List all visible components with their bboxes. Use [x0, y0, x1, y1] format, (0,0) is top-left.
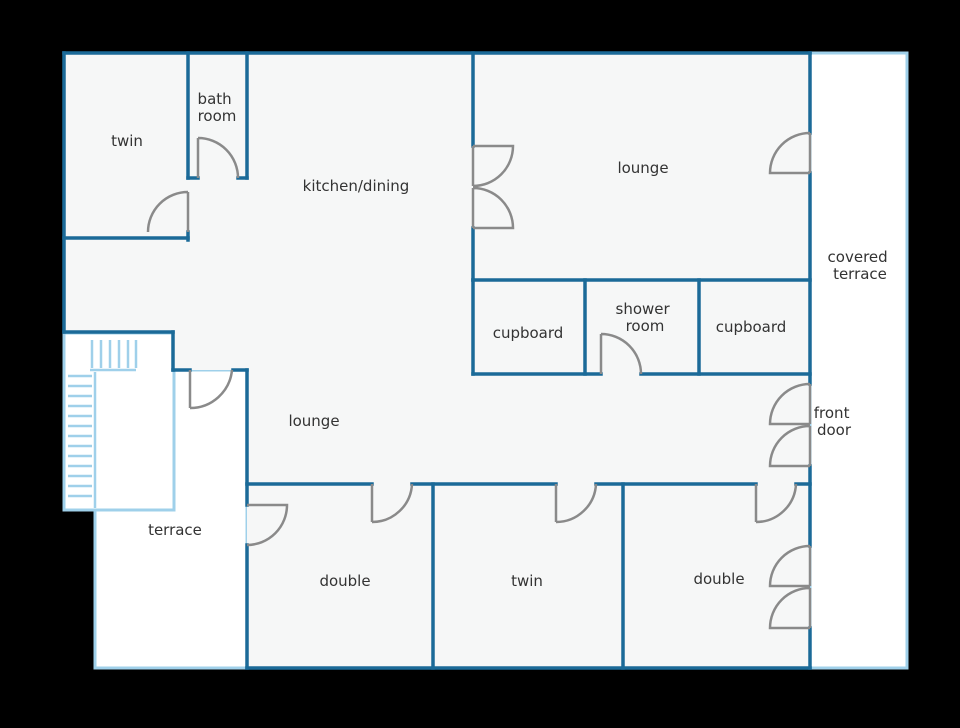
label-covered-terrace: covered terrace: [828, 248, 893, 283]
door-lounge-top-upper[interactable]: [471, 144, 515, 188]
room-labels: twin bath room kitchen/dining lounge cov…: [111, 90, 893, 590]
door-front-upper[interactable]: [768, 382, 812, 426]
outdoor-areas: [62, 51, 909, 670]
door-double-right-top[interactable]: [754, 483, 798, 524]
label-lounge-top: lounge: [617, 159, 668, 177]
door-double-right-upper[interactable]: [768, 544, 812, 588]
door-front-lower[interactable]: [768, 424, 812, 468]
label-bathroom: bath room: [198, 90, 237, 125]
door-lounge-top-lower[interactable]: [471, 186, 515, 230]
door-lounge-top-terrace[interactable]: [768, 131, 812, 175]
stairs: [68, 340, 138, 508]
label-front-door: front door: [814, 404, 854, 439]
label-cupboard-right: cupboard: [716, 318, 787, 336]
label-terrace: terrace: [148, 521, 202, 539]
door-shower-room[interactable]: [599, 332, 643, 375]
label-shower-room: shower room: [616, 300, 675, 335]
label-kitchen-dining: kitchen/dining: [303, 177, 410, 195]
door-twin-bottom[interactable]: [554, 483, 598, 524]
label-lounge-main: lounge: [288, 412, 339, 430]
label-twin-top: twin: [111, 132, 143, 150]
door-twin-top[interactable]: [146, 190, 190, 233]
label-twin-bottom: twin: [511, 572, 543, 590]
door-double-left[interactable]: [370, 483, 414, 524]
label-double-right: double: [693, 570, 744, 588]
door-terrace-stair[interactable]: [188, 369, 234, 410]
door-terrace-side[interactable]: [246, 503, 289, 547]
label-double-left: double: [319, 572, 370, 590]
doors: [146, 131, 812, 630]
covered-terrace-area: [808, 51, 909, 670]
door-double-right-lower[interactable]: [768, 586, 812, 630]
walls: [62, 51, 812, 670]
door-bathroom[interactable]: [196, 136, 240, 179]
label-cupboard-left: cupboard: [493, 324, 564, 342]
